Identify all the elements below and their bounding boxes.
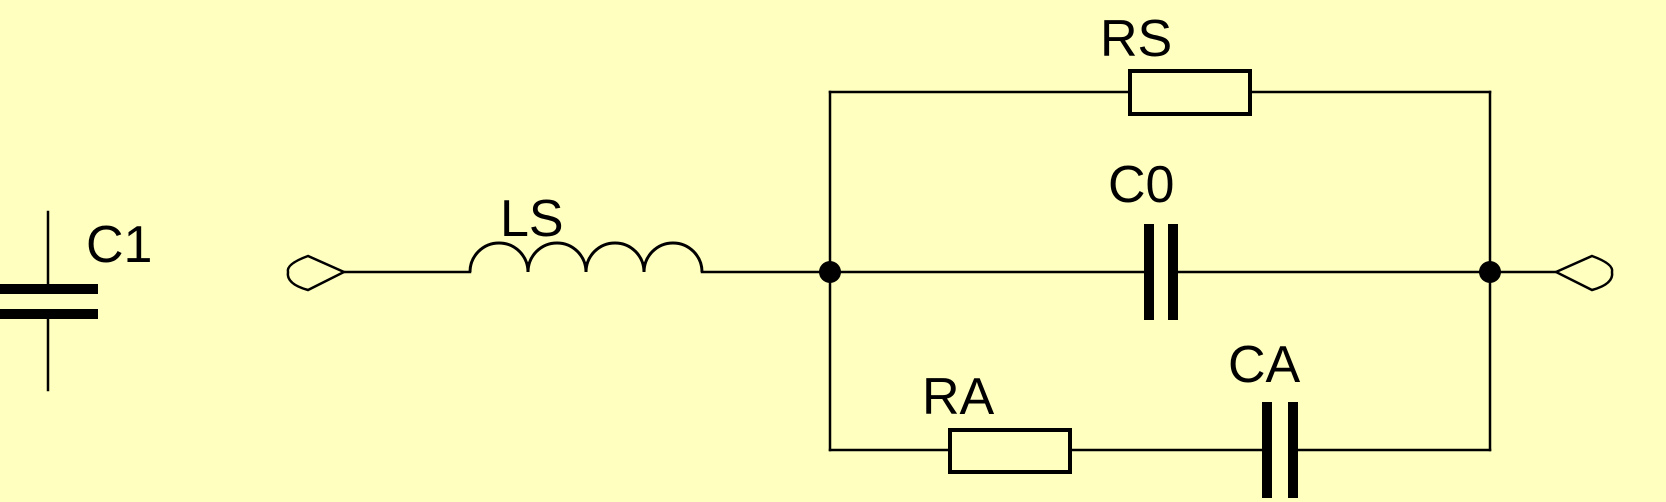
label-ls: LS xyxy=(500,190,564,248)
capacitor-c0: C0 xyxy=(828,156,1492,320)
label-c1: C1 xyxy=(86,216,152,274)
label-rs: RS xyxy=(1100,10,1172,68)
label-ca: CA xyxy=(1228,336,1301,394)
capacitor-c1: C1 xyxy=(0,210,152,392)
right-terminal-icon xyxy=(1553,254,1614,292)
inductor-ls: LS xyxy=(468,190,704,273)
left-terminal-icon xyxy=(286,254,347,292)
resistor-rs: RS xyxy=(828,10,1492,116)
label-ra: RA xyxy=(922,368,995,426)
resistor-ra: RA xyxy=(828,368,1072,474)
capacitor-ca: CA xyxy=(1068,336,1492,498)
label-c0: C0 xyxy=(1108,156,1174,214)
left-junction xyxy=(819,261,841,283)
